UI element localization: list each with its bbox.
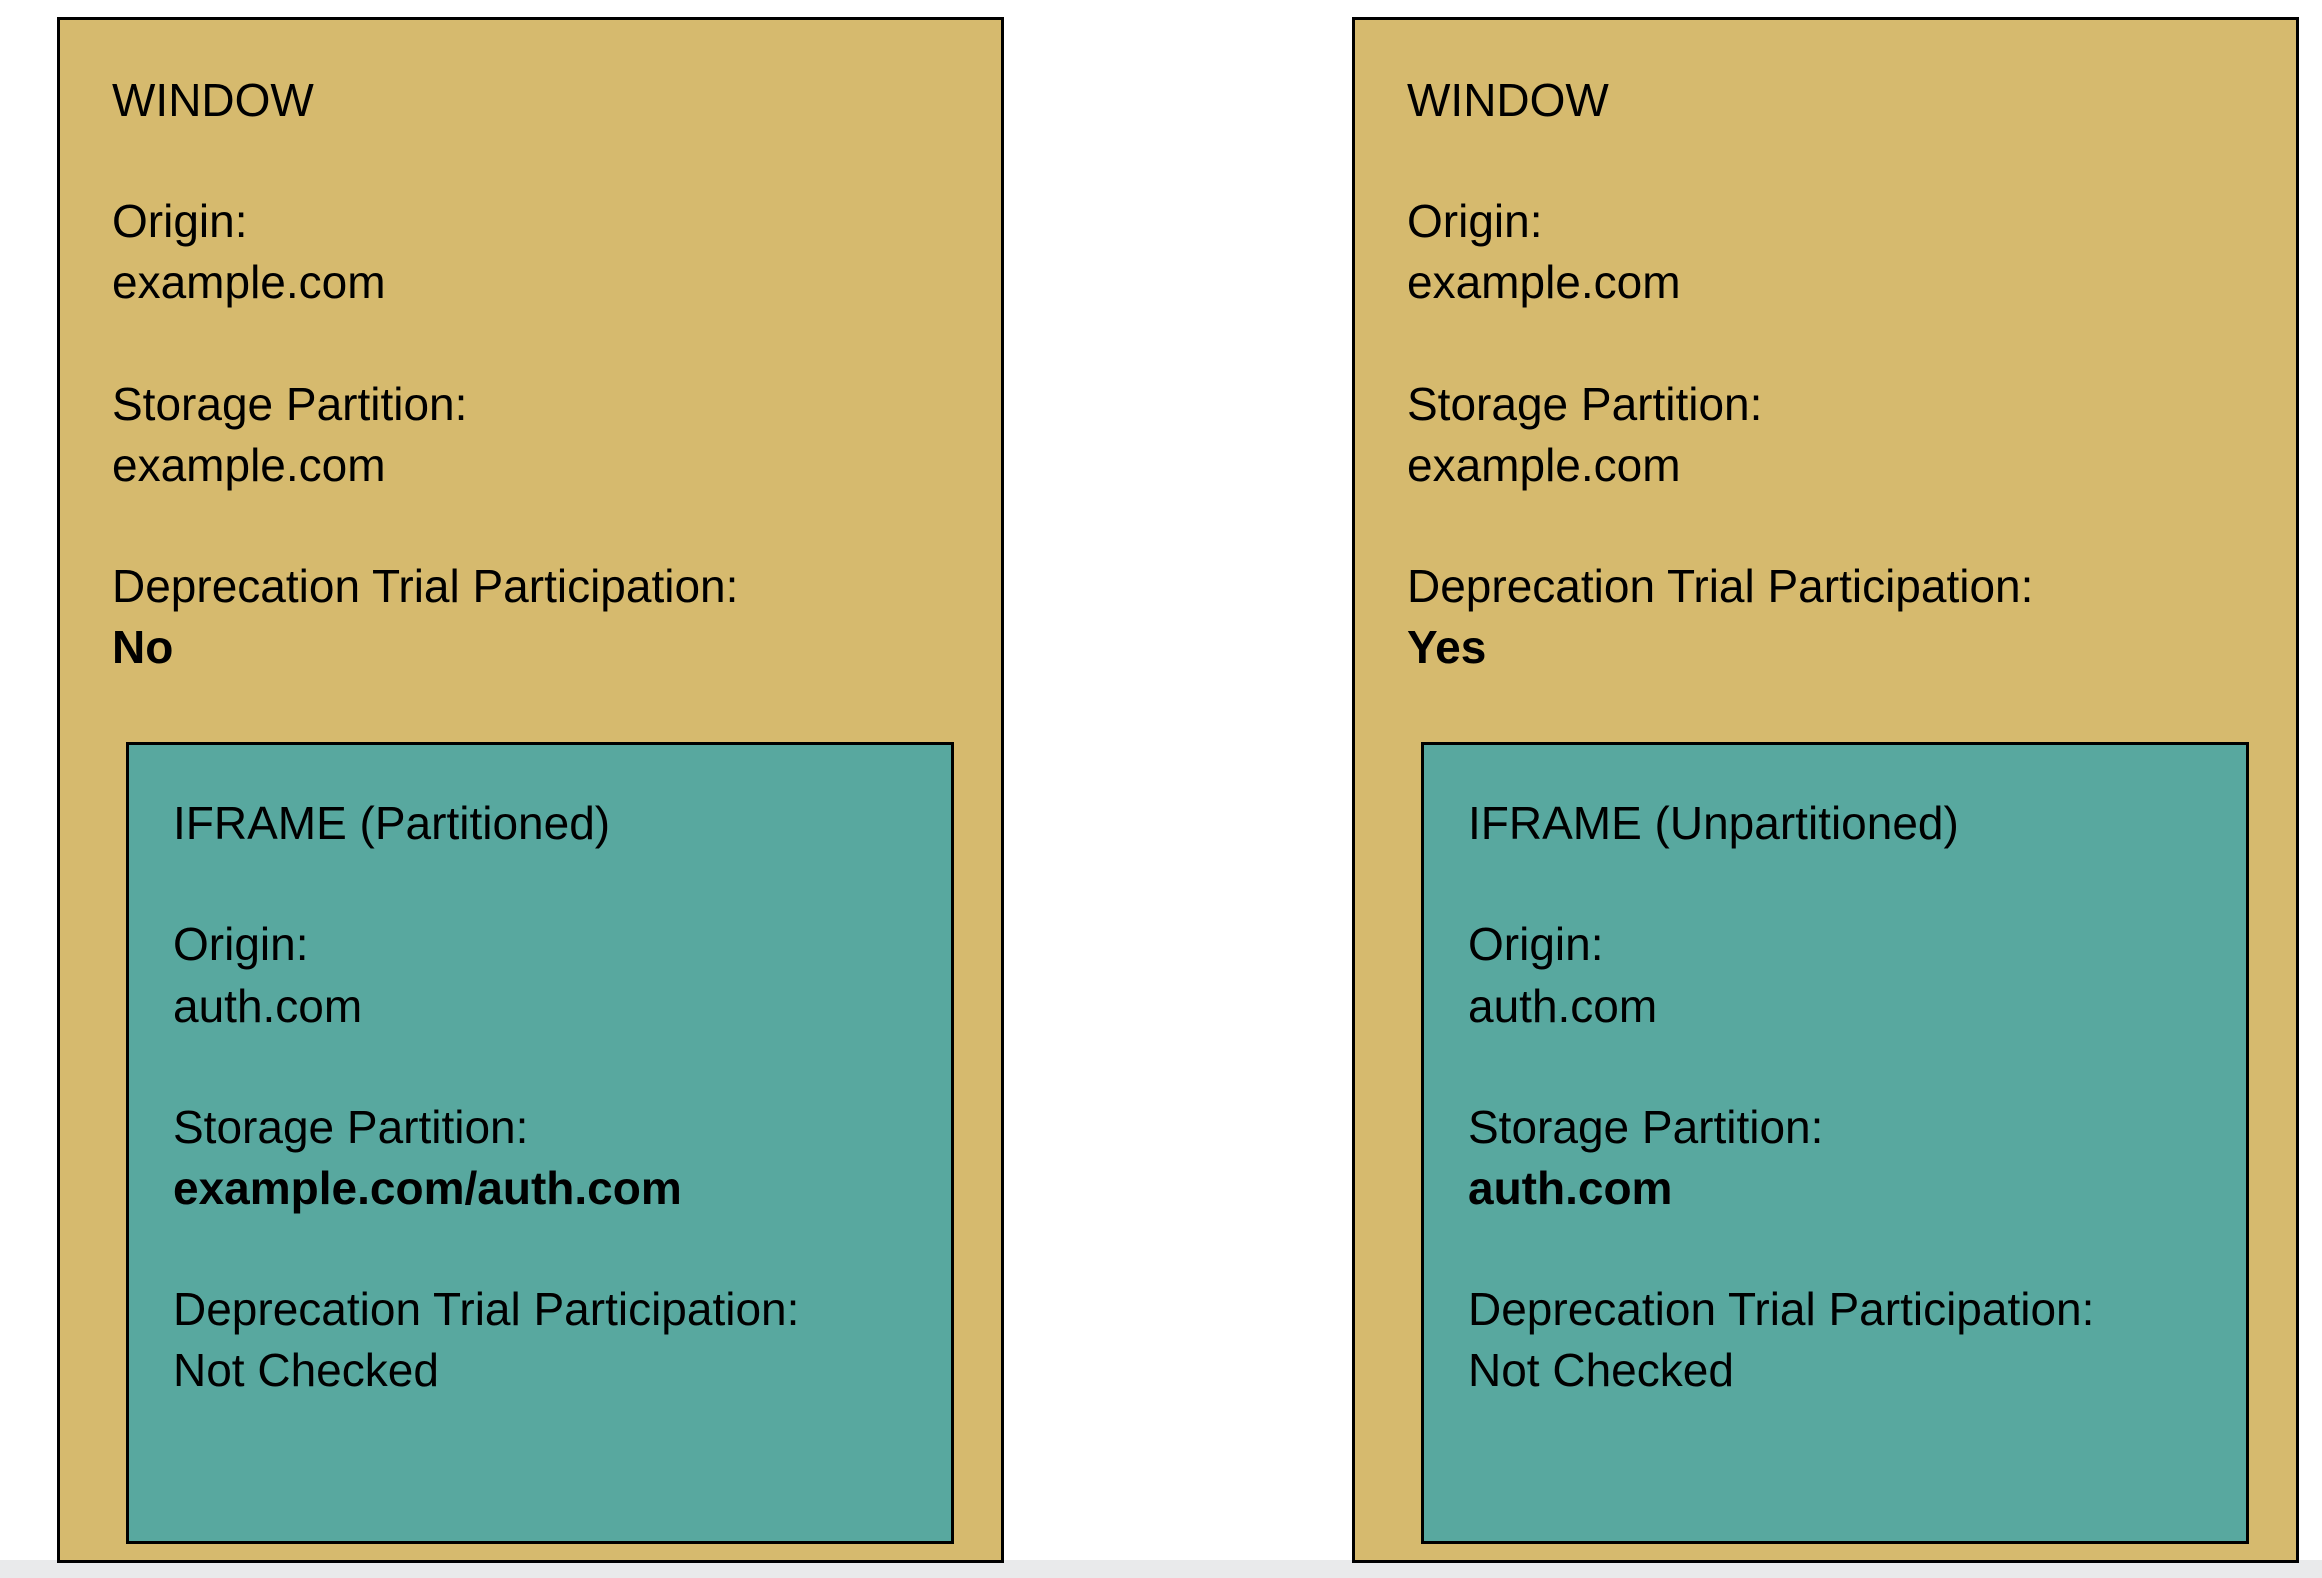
storage-partition-label: Storage Partition:	[112, 377, 468, 430]
deprecation-trial-label: Deprecation Trial Participation:	[112, 559, 739, 612]
origin-value: example.com	[112, 256, 386, 309]
origin-label: Origin:	[112, 195, 248, 248]
iframe-origin-label: Origin:	[1468, 918, 1604, 971]
iframe-deprecation-trial-value: Not Checked	[173, 1344, 439, 1397]
iframe-box-unpartitioned: IFRAME (Unpartitioned) Origin: auth.com …	[1421, 742, 2249, 1545]
origin-label: Origin:	[1407, 195, 1543, 248]
iframe-deprecation-trial-value: Not Checked	[1468, 1344, 1734, 1397]
iframe-title: IFRAME (Unpartitioned)	[1468, 797, 1959, 850]
iframe-deprecation-trial-label: Deprecation Trial Participation:	[1468, 1283, 2095, 1336]
iframe-storage-partition-value: auth.com	[1468, 1161, 1673, 1214]
iframe-origin-field: Origin: auth.com	[173, 914, 915, 1036]
origin-field: Origin: example.com	[1407, 191, 2252, 313]
iframe-origin-value: auth.com	[1468, 979, 1658, 1032]
iframe-title: IFRAME (Partitioned)	[173, 797, 611, 850]
window-box-left: WINDOW Origin: example.com Storage Parti…	[57, 17, 1004, 1563]
origin-value: example.com	[1407, 256, 1681, 309]
deprecation-trial-field: Deprecation Trial Participation: No	[112, 556, 957, 678]
storage-partition-value: example.com	[1407, 438, 1681, 491]
deprecation-trial-field: Deprecation Trial Participation: Yes	[1407, 556, 2252, 678]
iframe-storage-partition-field: Storage Partition: auth.com	[1468, 1097, 2210, 1219]
iframe-storage-partition-label: Storage Partition:	[173, 1100, 529, 1153]
iframe-storage-partition-value: example.com/auth.com	[173, 1161, 682, 1214]
iframe-origin-value: auth.com	[173, 979, 363, 1032]
iframe-origin-label: Origin:	[173, 918, 309, 971]
iframe-deprecation-trial-label: Deprecation Trial Participation:	[173, 1283, 800, 1336]
storage-partition-label: Storage Partition:	[1407, 377, 1763, 430]
window-title: WINDOW	[112, 74, 314, 126]
iframe-deprecation-trial-field: Deprecation Trial Participation: Not Che…	[1468, 1279, 2210, 1401]
storage-partition-value: example.com	[112, 438, 386, 491]
storage-partition-field: Storage Partition: example.com	[1407, 374, 2252, 496]
deprecation-trial-value: Yes	[1407, 621, 1487, 674]
iframe-origin-field: Origin: auth.com	[1468, 914, 2210, 1036]
bottom-strip	[0, 1560, 2322, 1578]
window-title: WINDOW	[1407, 74, 1609, 126]
iframe-deprecation-trial-field: Deprecation Trial Participation: Not Che…	[173, 1279, 915, 1401]
origin-field: Origin: example.com	[112, 191, 957, 313]
storage-partition-field: Storage Partition: example.com	[112, 374, 957, 496]
window-box-right: WINDOW Origin: example.com Storage Parti…	[1352, 17, 2299, 1563]
deprecation-trial-label: Deprecation Trial Participation:	[1407, 559, 2034, 612]
iframe-box-partitioned: IFRAME (Partitioned) Origin: auth.com St…	[126, 742, 954, 1545]
iframe-storage-partition-label: Storage Partition:	[1468, 1100, 1824, 1153]
deprecation-trial-value: No	[112, 621, 174, 674]
iframe-storage-partition-field: Storage Partition: example.com/auth.com	[173, 1097, 915, 1219]
